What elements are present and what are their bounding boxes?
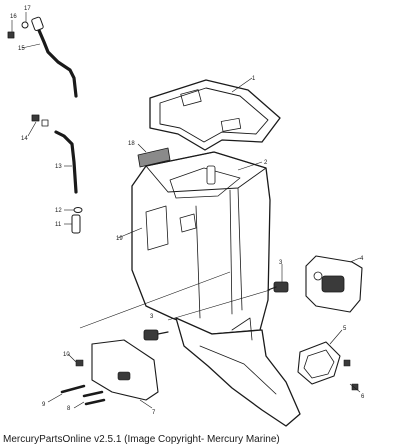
- bolt-9[interactable]: [60, 384, 86, 394]
- callout-18: 18: [128, 141, 135, 147]
- nut-10[interactable]: [75, 359, 84, 367]
- callout-8: 8: [67, 406, 71, 412]
- stud-3-right[interactable]: [267, 281, 289, 293]
- washer-12[interactable]: [73, 207, 83, 213]
- callout-2: 2: [264, 160, 268, 166]
- callout-15: 15: [18, 46, 25, 52]
- callout-14: 14: [21, 136, 28, 142]
- callout-16: 16: [10, 14, 17, 20]
- callout-3b: 3: [150, 314, 154, 320]
- stud-3-left[interactable]: [143, 329, 169, 341]
- decal-18[interactable]: [137, 147, 171, 168]
- callout-13: 13: [55, 164, 62, 170]
- callout-10: 10: [63, 352, 70, 358]
- cover-5[interactable]: [297, 341, 341, 385]
- callout-1: 1: [252, 76, 256, 82]
- bolt-14[interactable]: [31, 114, 49, 127]
- shift-rod-lower[interactable]: [54, 130, 78, 194]
- screw-16[interactable]: [7, 31, 15, 39]
- gasket[interactable]: [149, 79, 281, 151]
- screw-6[interactable]: [343, 359, 359, 391]
- callout-3: 3: [279, 260, 283, 266]
- callout-17: 17: [24, 6, 31, 12]
- bushing-11[interactable]: [71, 214, 81, 234]
- callout-11: 11: [55, 222, 62, 228]
- callout-5: 5: [343, 326, 347, 332]
- gearcase-lower[interactable]: [175, 317, 301, 427]
- shift-rod-upper[interactable]: [31, 16, 78, 98]
- callout-9: 9: [42, 402, 46, 408]
- callout-12: 12: [55, 208, 62, 214]
- washer-17[interactable]: [21, 21, 29, 29]
- callout-6: 6: [361, 394, 365, 400]
- bracket-7[interactable]: [91, 339, 159, 401]
- callout-19: 19: [116, 236, 123, 242]
- bolt-8[interactable]: [82, 390, 106, 406]
- copyright-footer: MercuryPartsOnline v2.5.1 (Image Copyrig…: [3, 434, 280, 445]
- callout-7: 7: [152, 410, 156, 416]
- callout-labels: 1 2 3 3 4 5 6 7 8 9 10 11 12 13 14 15 16…: [10, 6, 365, 416]
- leader-lines: [11, 12, 361, 409]
- driveshaft-housing[interactable]: [131, 151, 271, 335]
- callout-4: 4: [360, 256, 364, 262]
- mount-4[interactable]: [305, 255, 363, 313]
